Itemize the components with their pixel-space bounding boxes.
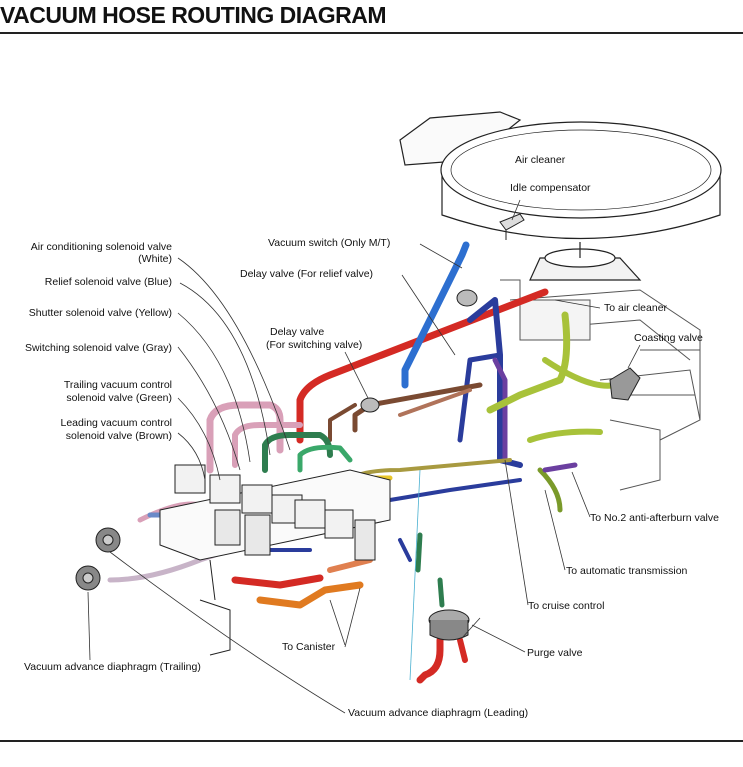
labels: Air conditioning solenoid valve (White) … [24, 154, 719, 719]
hose-blue-vacuum-switch [401, 241, 470, 389]
coasting-valve [609, 367, 641, 401]
label-vacuum-advance-trailing: Vacuum advance diaphragm (Trailing) [24, 661, 201, 673]
delay-valve-relief [456, 289, 478, 307]
label-to-cruise-control: To cruise control [528, 600, 604, 612]
label-ac-solenoid-color: (White) [138, 253, 172, 265]
hose-brown [352, 382, 483, 433]
hose-red-purge [416, 636, 444, 684]
label-vacuum-switch: Vacuum switch (Only M/T) [268, 237, 390, 249]
label-coasting-valve: Coasting valve [634, 332, 703, 344]
air-cleaner [399, 111, 722, 281]
solenoid-valve-bank [159, 464, 391, 561]
hose-green-purge [415, 532, 423, 573]
hose-pink [206, 401, 284, 474]
label-switching-solenoid: Switching solenoid valve (Gray) [25, 342, 172, 354]
top-divider [0, 32, 743, 34]
delay-valve-switching [360, 397, 380, 413]
label-relief-solenoid: Relief solenoid valve (Blue) [45, 276, 172, 288]
label-to-automatic-transmission: To automatic transmission [566, 565, 688, 577]
label-trailing-solenoid: Trailing vacuum control [64, 379, 172, 391]
leader-lines [87, 199, 641, 714]
hose-red-air-cleaner [296, 288, 549, 444]
bottom-divider [0, 740, 743, 742]
hose-yellow-green [486, 311, 571, 414]
label-delay-valve: Delay valve [270, 326, 324, 338]
vacuum-advance-diaphragm-leading [95, 527, 121, 553]
hose-orange [256, 581, 364, 609]
page-title: VACUUM HOSE ROUTING DIAGRAM [0, 2, 387, 28]
vacuum-advance-diaphragm-trailing [75, 565, 101, 591]
label-vacuum-advance-leading: Vacuum advance diaphragm (Leading) [348, 707, 528, 719]
label-idle-compensator: Idle compensator [510, 182, 591, 194]
hose-navy [467, 297, 523, 468]
label-to-no2-anti-afterburn: To No.2 anti-afterburn valve [590, 512, 719, 524]
label-ac-solenoid: Air conditioning solenoid valve [31, 241, 172, 253]
label-purge-valve: Purge valve [527, 647, 583, 659]
purge-valve [428, 609, 470, 641]
label-to-canister: To Canister [282, 641, 336, 653]
label-air-cleaner: Air cleaner [515, 154, 566, 166]
label-shutter-solenoid: Shutter solenoid valve (Yellow) [29, 307, 172, 319]
label-delay-valve-switching: (For switching valve) [266, 339, 362, 351]
label-to-air-cleaner: To air cleaner [604, 302, 668, 314]
label-leading-solenoid-color: solenoid valve (Brown) [66, 430, 172, 442]
label-trailing-solenoid-color: solenoid valve (Green) [66, 392, 172, 404]
hose-red-lower [231, 574, 324, 589]
engine-block [500, 279, 701, 491]
label-delay-valve-relief: Delay valve (For relief valve) [240, 268, 373, 280]
distributor [199, 559, 231, 656]
label-leading-solenoid: Leading vacuum control [61, 417, 173, 429]
